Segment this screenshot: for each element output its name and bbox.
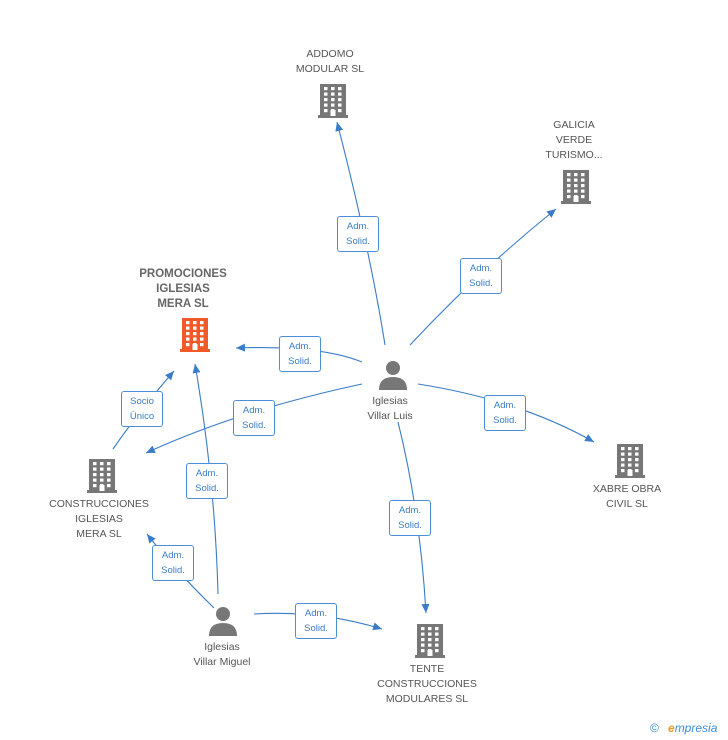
company-label-xabre[interactable]: XABRE OBRA CIVIL SL (592, 483, 662, 510)
person-icon[interactable] (208, 606, 238, 641)
edge-label-luis-to-xabre[interactable]: Adm. Solid. (484, 395, 526, 431)
building-icon[interactable] (87, 459, 117, 498)
empresia-logo[interactable]: empresia (668, 721, 718, 735)
edge-label-luis-to-tente[interactable]: Adm. Solid. (389, 500, 431, 536)
edge-label-luis-to-galicia[interactable]: Adm. Solid. (460, 258, 502, 294)
person-label-miguel[interactable]: Iglesias Villar Miguel (193, 641, 251, 668)
building-icon[interactable] (415, 624, 445, 663)
edge-label-luis-to-promociones[interactable]: Adm. Solid. (279, 336, 321, 372)
company-label-galicia[interactable]: GALICIA VERDE TURISMO... (545, 119, 603, 161)
edge-label-luis-to-addomo[interactable]: Adm. Solid. (337, 216, 379, 252)
building-icon[interactable] (615, 444, 645, 483)
edge-label-miguel-to-promociones[interactable]: Adm. Solid. (186, 463, 228, 499)
edge-label-luis-to-construcciones[interactable]: Adm. Solid. (233, 400, 275, 436)
company-label-addomo[interactable]: ADDOMO MODULAR SL (295, 48, 365, 75)
person-icon[interactable] (378, 360, 408, 395)
company-label-promociones[interactable]: PROMOCIONES IGLESIAS MERA SL (139, 268, 227, 310)
building-icon[interactable] (180, 318, 210, 357)
copyright-symbol: © (650, 721, 659, 735)
company-label-construcciones[interactable]: CONSTRUCCIONES IGLESIAS MERA SL (49, 498, 149, 540)
edge-label-miguel-to-tente[interactable]: Adm. Solid. (295, 603, 337, 639)
building-icon[interactable] (318, 84, 348, 123)
person-label-luis[interactable]: Iglesias Villar Luis (367, 395, 413, 422)
edge-label-miguel-to-construcciones[interactable]: Adm. Solid. (152, 545, 194, 581)
edge-label-construcciones-to-promociones[interactable]: Socio Único (121, 391, 163, 427)
building-icon[interactable] (561, 170, 591, 209)
company-label-tente[interactable]: TENTE CONSTRUCCIONES MODULARES SL (377, 663, 477, 705)
